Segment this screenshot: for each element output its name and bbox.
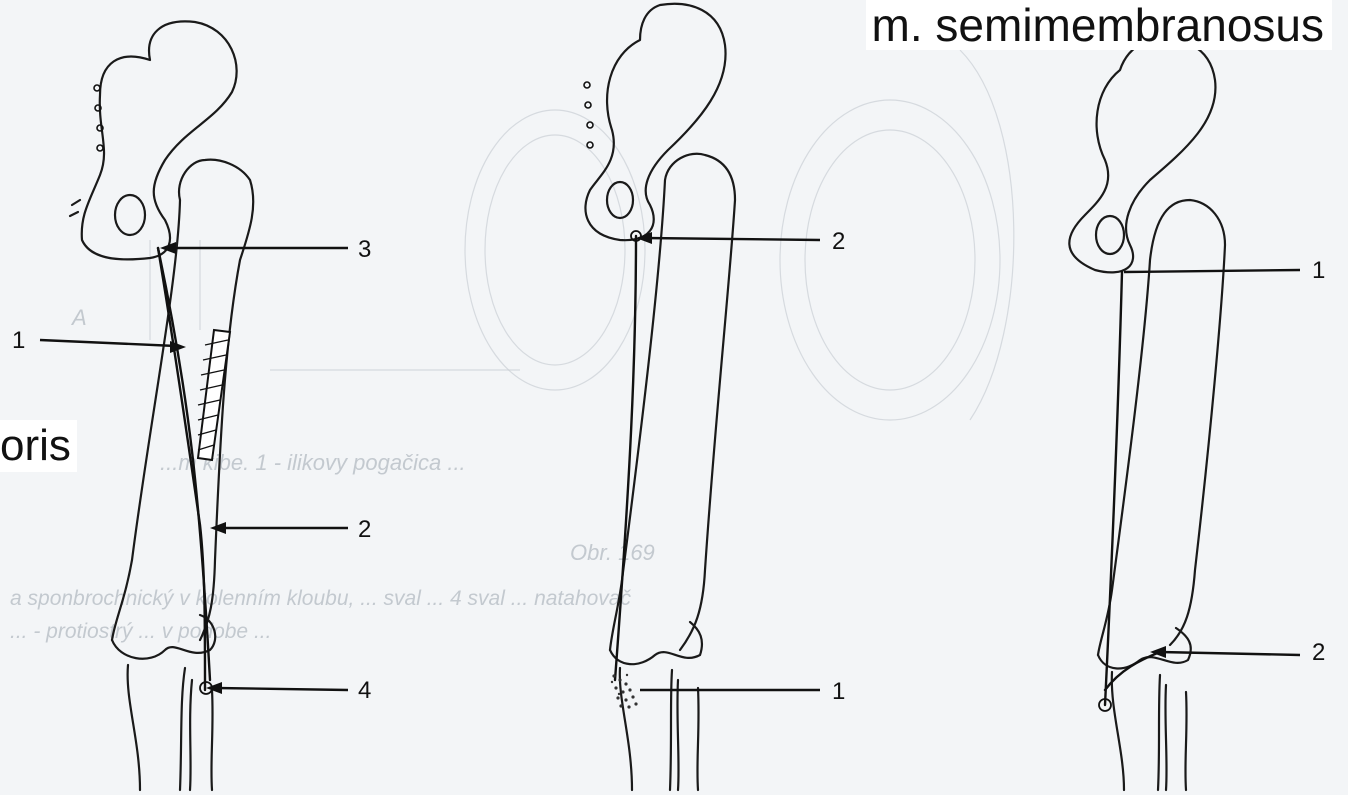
caption-top-right: m. semimembranosus xyxy=(866,0,1332,50)
fibula-outline-3 xyxy=(1165,685,1186,790)
bg-label-a: A xyxy=(70,305,87,330)
tibia-outline xyxy=(128,665,185,790)
pointer-r2 xyxy=(1160,652,1300,655)
label-r2: 2 xyxy=(1312,639,1325,666)
bg-text-row1: a sponbrochnický v kolenním kloubu, ... … xyxy=(10,587,631,610)
label-4: 4 xyxy=(358,677,371,704)
fibula-outline xyxy=(190,680,213,790)
muscle-right-line xyxy=(1105,272,1122,705)
sacrum-edge xyxy=(70,200,80,216)
obturator-foramen-2 xyxy=(607,182,633,218)
pelvis-outline xyxy=(82,21,237,259)
label-m1: 1 xyxy=(832,678,845,705)
label-m2: 2 xyxy=(832,228,845,255)
caption-left: oris xyxy=(0,420,77,472)
pointer-4 xyxy=(216,688,348,690)
label-r1: 1 xyxy=(1312,257,1325,284)
pelvis-outline-3 xyxy=(1069,39,1215,273)
bg-text-row2: ... - protiostrý ... v podobe ... xyxy=(10,620,271,643)
muscle-middle-line xyxy=(615,236,636,680)
tibia-outline-3 xyxy=(1112,672,1160,790)
label-2: 2 xyxy=(358,516,371,543)
femur-outline-2 xyxy=(610,154,735,650)
label-1: 1 xyxy=(12,327,25,354)
hatched-muscle-belly xyxy=(198,330,230,460)
femur-condyles-2 xyxy=(610,622,702,664)
label-3: 3 xyxy=(358,236,371,263)
obturator-foramen-3 xyxy=(1096,216,1124,254)
tibia-outline-2 xyxy=(620,668,672,790)
pointer-1 xyxy=(40,340,176,346)
figure-left-leg: 3 1 2 4 xyxy=(12,21,371,790)
obturator-foramen xyxy=(115,195,145,235)
femur-condyles-3 xyxy=(1098,628,1191,668)
figure-right-leg: 1 2 xyxy=(1069,39,1325,790)
figure-middle-leg: 2 1 xyxy=(584,4,845,790)
bg-figure-label: Obr. 169 xyxy=(570,540,655,565)
pointer-m2 xyxy=(644,238,820,240)
fibula-outline-2 xyxy=(677,680,698,790)
